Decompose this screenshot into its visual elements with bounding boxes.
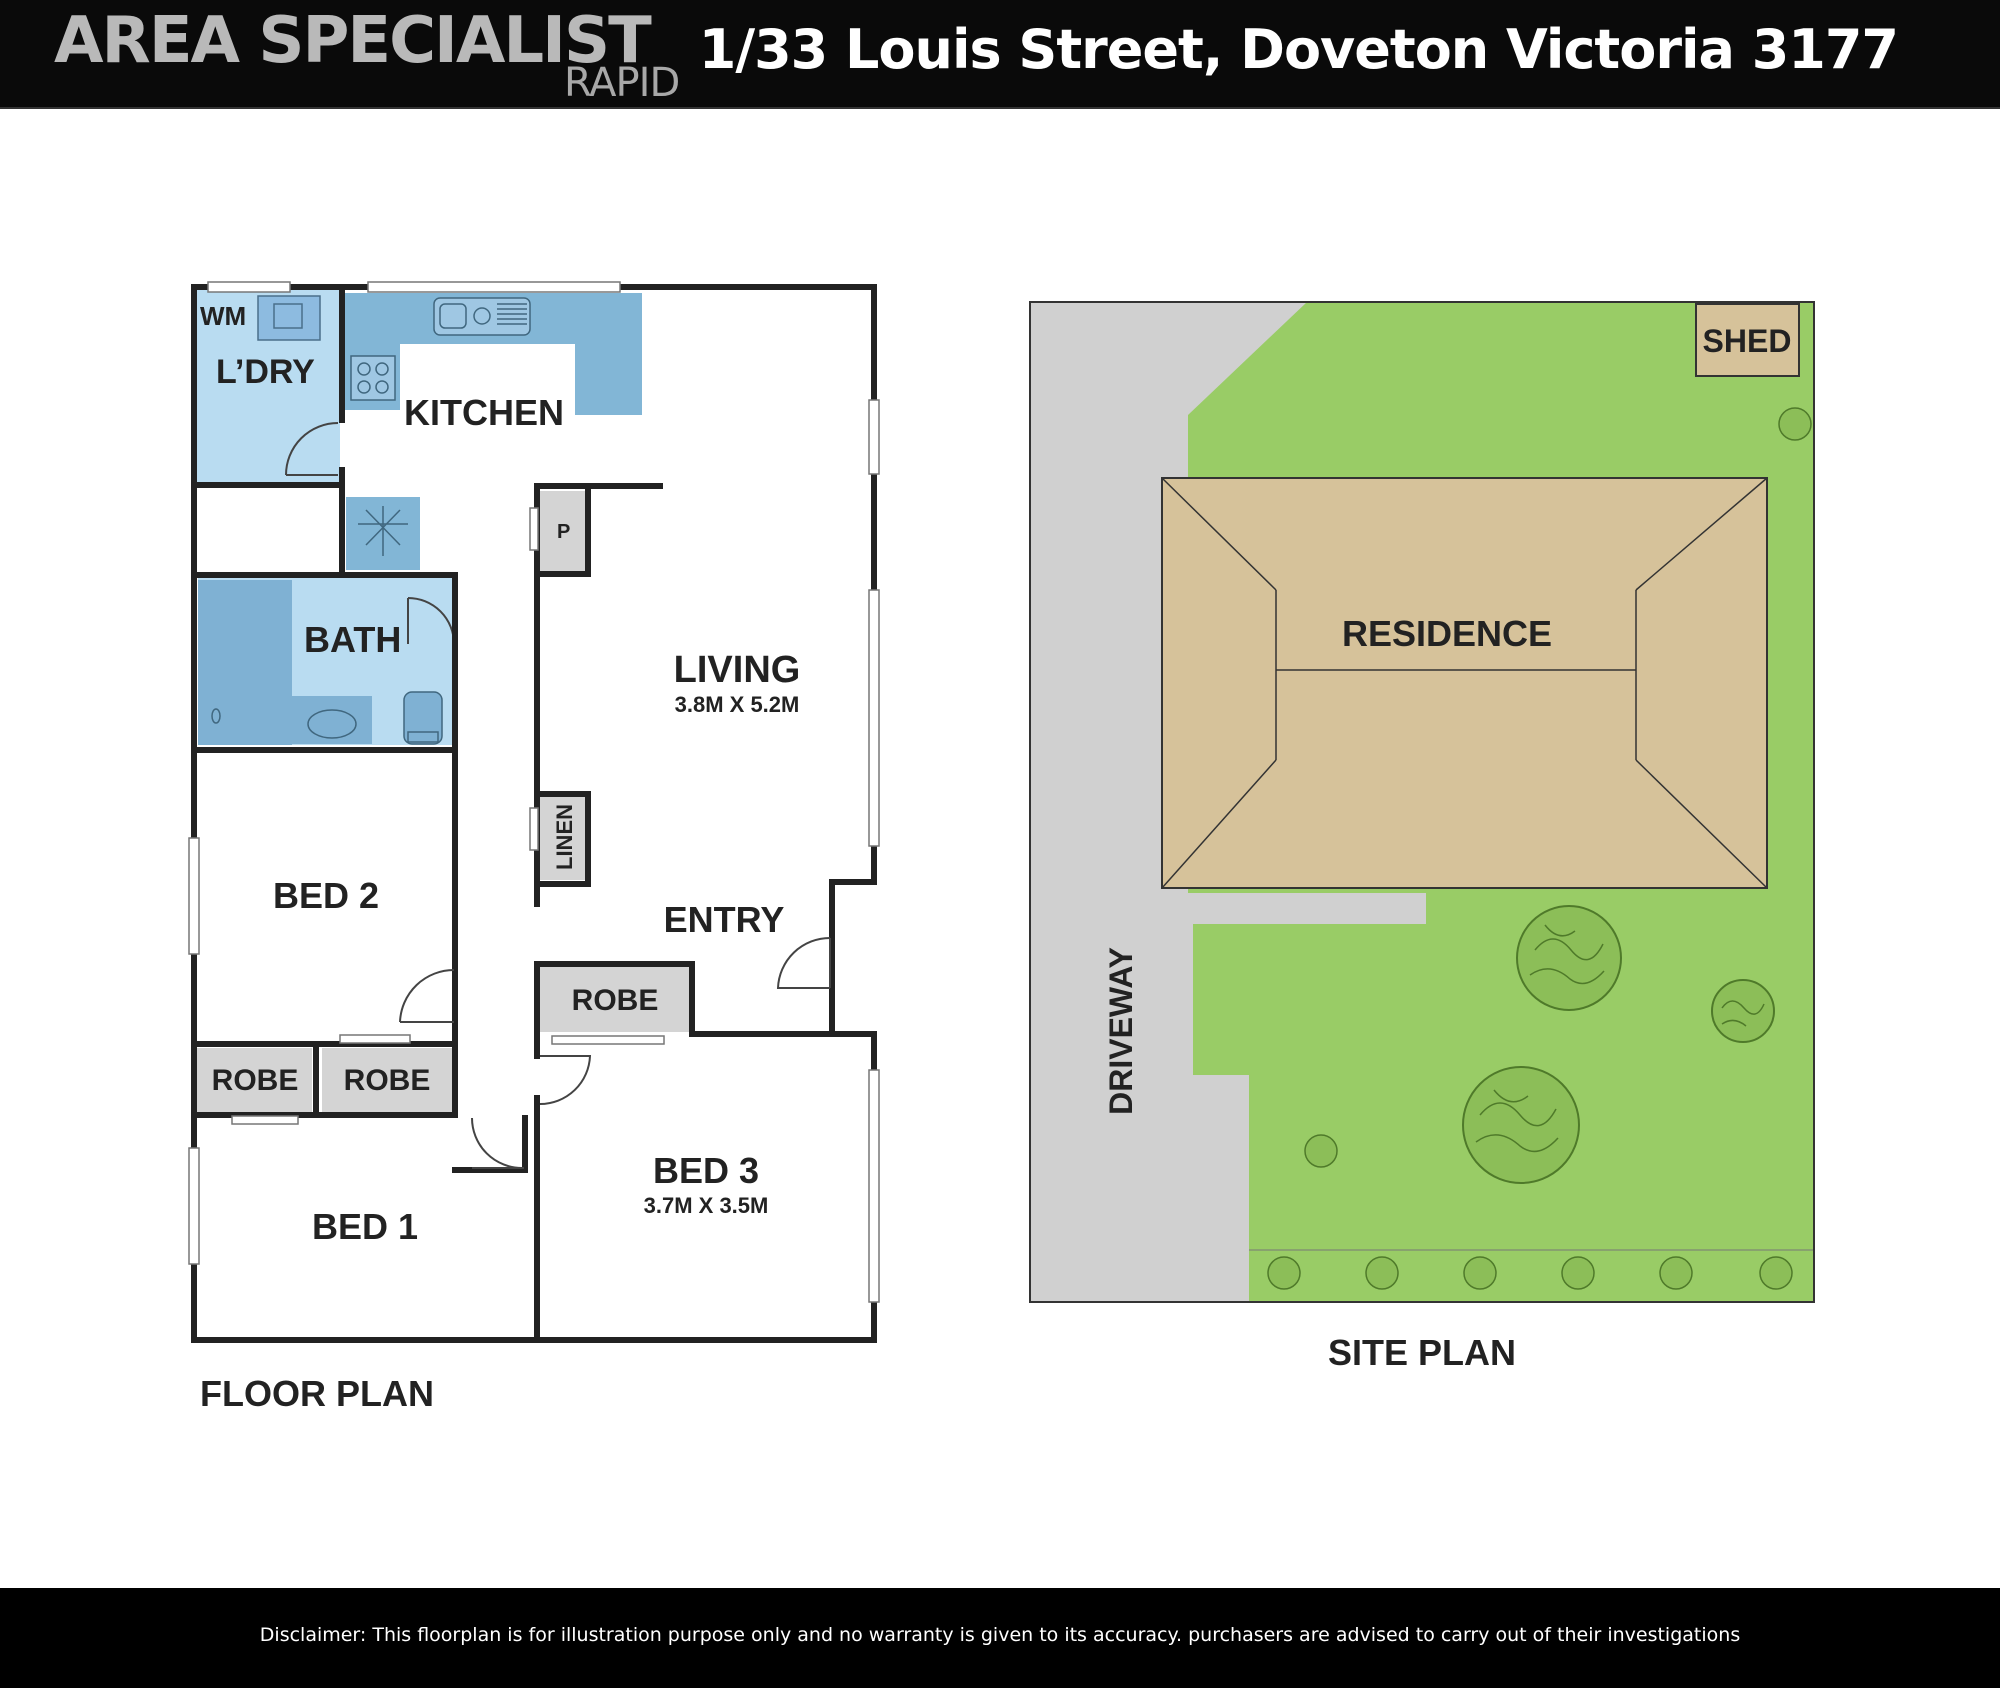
- tree-icon: [1516, 905, 1622, 1011]
- linen-label: LINEN: [552, 804, 577, 870]
- vanity-icon: [292, 696, 372, 744]
- robe-hall-box: [539, 967, 692, 1032]
- residence-label: RESIDENCE: [1342, 613, 1552, 654]
- entry-label: ENTRY: [664, 899, 785, 940]
- linen-box: [539, 794, 585, 880]
- robe-bed2-right-label: ROBE: [344, 1064, 431, 1097]
- brand-logo: AREA SPECIALIST: [54, 4, 652, 78]
- property-address: 1/33 Louis Street, Doveton Victoria 3177: [698, 18, 1899, 81]
- laundry-door-icon: [285, 422, 339, 476]
- disclaimer-text: Disclaimer: This floorplan is for illust…: [259, 1624, 1741, 1646]
- footer-bar: Disclaimer: This floorplan is for illust…: [0, 1588, 2000, 1688]
- robe-hall-label: ROBE: [572, 984, 659, 1017]
- brand-logo-sub: RAPID: [564, 60, 680, 106]
- floor-plan-windows: [188, 281, 880, 1303]
- tree-icon: [1267, 407, 1812, 1290]
- bath-label: BATH: [304, 619, 401, 660]
- floor-plan: WM L’DRY KITCHEN P BATH LIVING 3.8M X 5.…: [188, 281, 880, 1414]
- site-plan: SHED RESIDENCE DRIVEWAY: [1029, 301, 1815, 1373]
- laundry-label: L’DRY: [216, 353, 315, 391]
- site-plan-caption: SITE PLAN: [1328, 1332, 1516, 1373]
- bed3-label: BED 3: [653, 1150, 759, 1191]
- robe-bed2-left-label: ROBE: [212, 1064, 299, 1097]
- entry-door-icon: [776, 937, 831, 989]
- robe-bed2-right-box: [322, 1048, 452, 1112]
- bathtub-icon: [198, 580, 292, 745]
- living-label: LIVING: [674, 649, 801, 691]
- shed-label: SHED: [1703, 323, 1792, 359]
- wm-label: WM: [200, 301, 246, 331]
- shed: [1695, 303, 1800, 377]
- bed1-label: BED 1: [312, 1206, 418, 1247]
- kitchen-bench: [343, 293, 642, 415]
- robe-bed2-left-box: [196, 1048, 312, 1112]
- tree-icon: [1462, 1066, 1580, 1184]
- washing-machine-icon: [257, 295, 321, 341]
- tree-icon: [1711, 979, 1775, 1043]
- toilet-icon: [403, 691, 443, 745]
- pantry-box: [539, 491, 585, 574]
- kitchen-label: KITCHEN: [404, 392, 564, 433]
- driveway-label: DRIVEWAY: [1103, 947, 1139, 1115]
- living-dimensions: 3.8M X 5.2M: [675, 692, 800, 717]
- bed2-label: BED 2: [273, 875, 379, 916]
- bed3-dimensions: 3.7M X 3.5M: [644, 1193, 769, 1218]
- bed1-door-icon: [471, 1117, 524, 1169]
- floor-plan-caption: FLOOR PLAN: [200, 1373, 434, 1414]
- sink-icon: [433, 297, 531, 336]
- header-bar: AREA SPECIALIST RAPID 1/33 Louis Street,…: [0, 0, 2000, 109]
- cooktop-icon: [350, 355, 396, 401]
- residence-roof: [1161, 477, 1768, 889]
- pantry-label: P: [557, 521, 570, 543]
- bed3-door-icon: [539, 1055, 592, 1106]
- bed2-door-icon: [399, 969, 455, 1023]
